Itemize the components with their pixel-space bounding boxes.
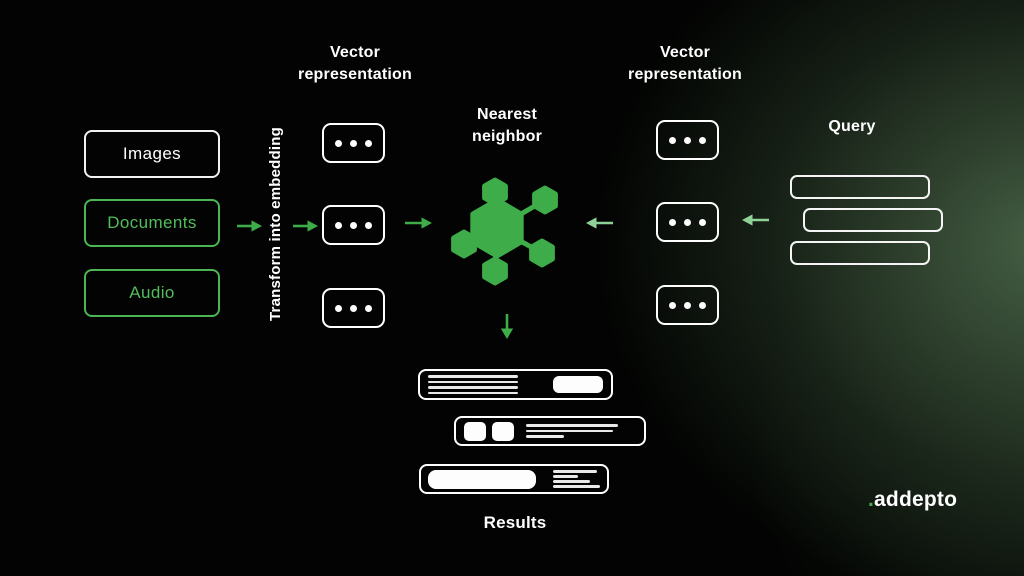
arrow-left-icon [586, 217, 613, 229]
dot [669, 301, 676, 309]
query-bar [803, 208, 943, 232]
result-thumbnail [428, 469, 536, 489]
arrow-right-icon [237, 220, 262, 232]
dot [699, 301, 706, 309]
right-vector-title: Vector representation [628, 44, 742, 83]
source-box-documents: Documents [84, 199, 220, 247]
transform-into-embedding-label: Transform into embedding [267, 127, 284, 321]
vector-box [656, 202, 719, 242]
vector-box [322, 205, 385, 245]
vector-box [656, 120, 719, 160]
arrow-left-icon [742, 214, 769, 226]
vector-box [322, 123, 385, 163]
arrow-down-icon [500, 314, 514, 339]
left-vector-title: Vector representation [298, 44, 412, 83]
dot [350, 221, 357, 229]
result-text-lines [428, 375, 518, 394]
result-thumbnail [464, 421, 486, 441]
nearest-neighbor-title: Nearest neighbor [471, 106, 543, 145]
dot [684, 136, 691, 144]
nearest-neighbor-network-icon [451, 177, 558, 286]
dot [684, 218, 691, 226]
dot [365, 139, 372, 147]
results-title: Results [483, 513, 547, 532]
query-bar [790, 241, 930, 265]
source-box-audio: Audio [84, 269, 220, 317]
dot [365, 221, 372, 229]
source-box-label: Audio [129, 283, 175, 302]
result-thumbnail [553, 376, 603, 393]
dot [669, 218, 676, 226]
dot [335, 221, 342, 229]
vector-box [322, 288, 385, 328]
result-text-lines [553, 470, 600, 488]
dot [699, 136, 706, 144]
source-box-label: Documents [107, 213, 197, 232]
query-bar [790, 175, 930, 199]
result-text-lines [526, 424, 618, 438]
arrow-right-icon [405, 217, 432, 229]
result-card [454, 416, 646, 446]
dot [699, 218, 706, 226]
dot [350, 139, 357, 147]
result-card [418, 369, 613, 400]
arrow-right-icon [293, 220, 318, 232]
dot [669, 136, 676, 144]
source-box-label: Images [122, 144, 182, 163]
result-thumbnail [492, 421, 514, 441]
source-box-images: Images [84, 130, 220, 178]
logo-dot: . [868, 488, 875, 511]
query-title: Query [828, 118, 876, 135]
dot [365, 304, 372, 312]
vector-box [656, 285, 719, 325]
dot [335, 304, 342, 312]
dot [335, 139, 342, 147]
dot [350, 304, 357, 312]
logo-text: addepto [874, 488, 958, 511]
result-card [419, 464, 609, 494]
addepto-logo: .addepto [868, 488, 957, 512]
dot [684, 301, 691, 309]
